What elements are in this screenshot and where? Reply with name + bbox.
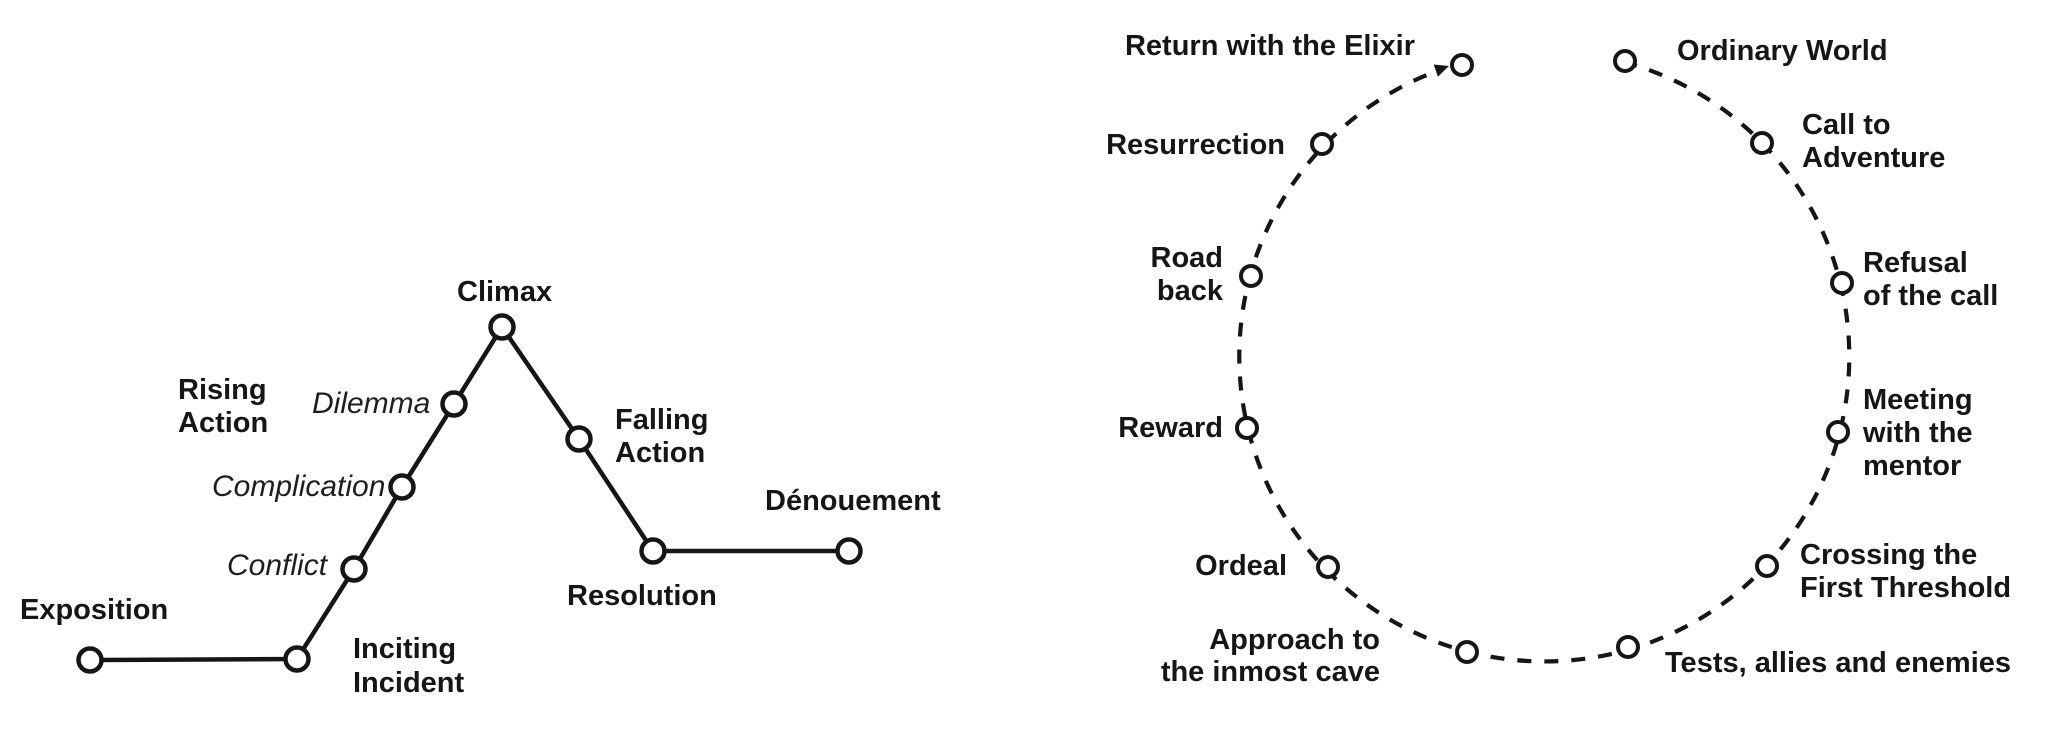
node-climax [488,313,516,341]
hero-journey-circle-group [1235,49,1854,664]
node-call-to-adventure [1750,131,1774,155]
label-inciting-incident: Inciting Incident [353,633,465,699]
node-crossing-the-first-threshold [1755,554,1779,578]
node-inciting-incident [283,645,311,673]
label-climax: Climax [457,276,553,308]
node-ordeal [1316,555,1340,579]
label-conflict: Conflict [227,549,328,582]
node-ordinary-world [1613,49,1637,73]
node-denouement [835,537,863,565]
node-tests-allies-and-enemies [1616,635,1640,659]
node-road-back [1239,264,1263,288]
node-approach-to-the-inmost-cave [1455,640,1479,664]
label-denouement: Dénouement [765,485,941,517]
label-approach-to-the-inmost-cave: Approach to the inmost cave [1160,624,1380,688]
node-dilemma [440,390,468,418]
node-reward [1235,416,1259,440]
node-resolution [639,537,667,565]
node-complication [388,473,416,501]
node-meeting-with-the-mentor [1826,420,1850,444]
label-road-back: Road back [1150,242,1224,307]
label-resurrection: Resurrection [1106,129,1285,161]
label-resolution: Resolution [567,580,717,612]
label-dilemma: Dilemma [312,387,431,420]
journey-arrowhead-icon [1433,64,1449,77]
label-crossing-the-first-threshold: Crossing the First Threshold [1800,539,2012,604]
freytag-arc-group [76,313,863,674]
node-exposition [76,646,104,674]
label-ordinary-world: Ordinary World [1677,35,1888,67]
node-return-with-the-elixir [1450,53,1474,77]
label-refusal-of-the-call: Refusal of the call [1863,247,1999,312]
label-return-with-the-elixir: Return with the Elixir [1124,30,1415,62]
label-complication: Complication [212,470,386,503]
label-ordeal: Ordeal [1195,550,1287,582]
node-conflict [340,555,368,583]
label-call-to-adventure: Call to Adventure [1802,109,1946,174]
node-resurrection [1310,132,1334,156]
label-reward: Reward [1118,412,1223,444]
label-meeting-with-the-mentor: Meeting with the mentor [1863,384,1973,482]
label-rising-action: Rising Action [178,374,269,439]
label-falling-action: Falling Action [615,404,709,469]
node-refusal-of-the-call [1830,271,1854,295]
label-tests-allies-and-enemies: Tests, allies and enemies [1665,647,2012,679]
label-exposition: Exposition [20,594,169,626]
node-falling-action [565,425,593,453]
